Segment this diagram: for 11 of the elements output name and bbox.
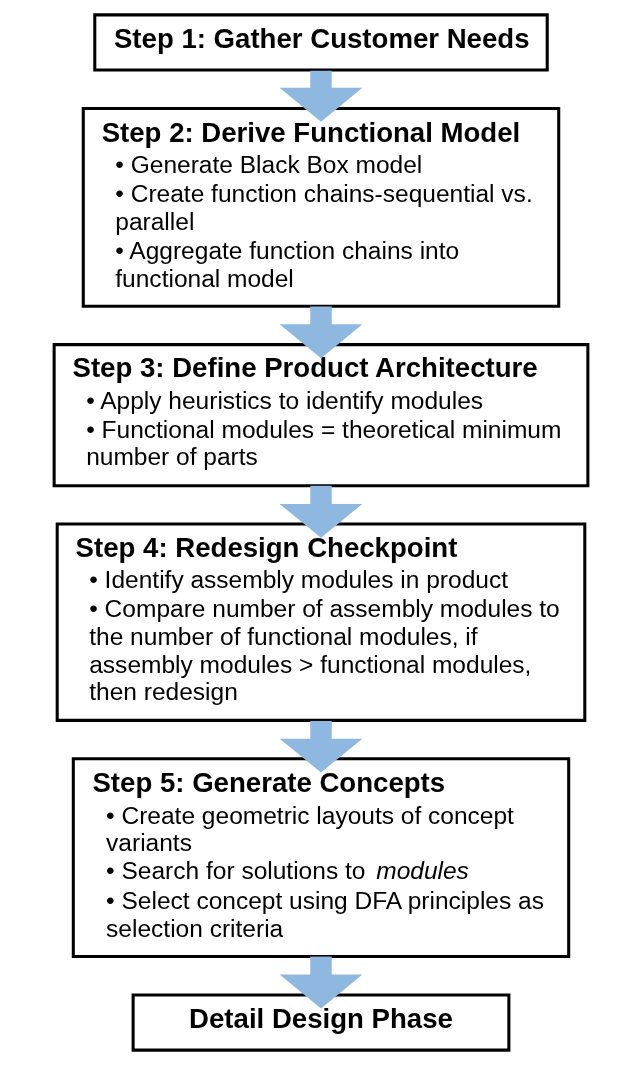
arrow xyxy=(279,306,363,359)
node-box: Step 3: Define Product Architecture • Apply heuristics to identify modules • Functional modules = theoretical minimum number of parts xyxy=(52,343,590,488)
node-box: Detail Design Phase xyxy=(131,993,511,1052)
node-box: Step 5: Generate Concepts • Create geometric layouts of concept variants • Search for solutions to modules • Select concept using DFA principles as selection criteria xyxy=(71,757,571,959)
node-box: Step 4: Redesign Checkpoint • Identify assembly modules in product • Compare number of assembly modules to the number of functional modules, if assembly modules > functional modules, then redesign xyxy=(55,522,587,722)
node-box: Step 2: Derive Functional Model • Generate Black Box model • Create function chains-sequential vs. parallel • Aggregate function chains into functional model xyxy=(81,106,561,308)
arrow xyxy=(279,956,363,1009)
node-box: Step 1: Gather Customer Needs xyxy=(93,13,549,72)
arrow xyxy=(279,720,363,773)
arrow xyxy=(279,70,363,122)
arrow xyxy=(279,485,363,538)
